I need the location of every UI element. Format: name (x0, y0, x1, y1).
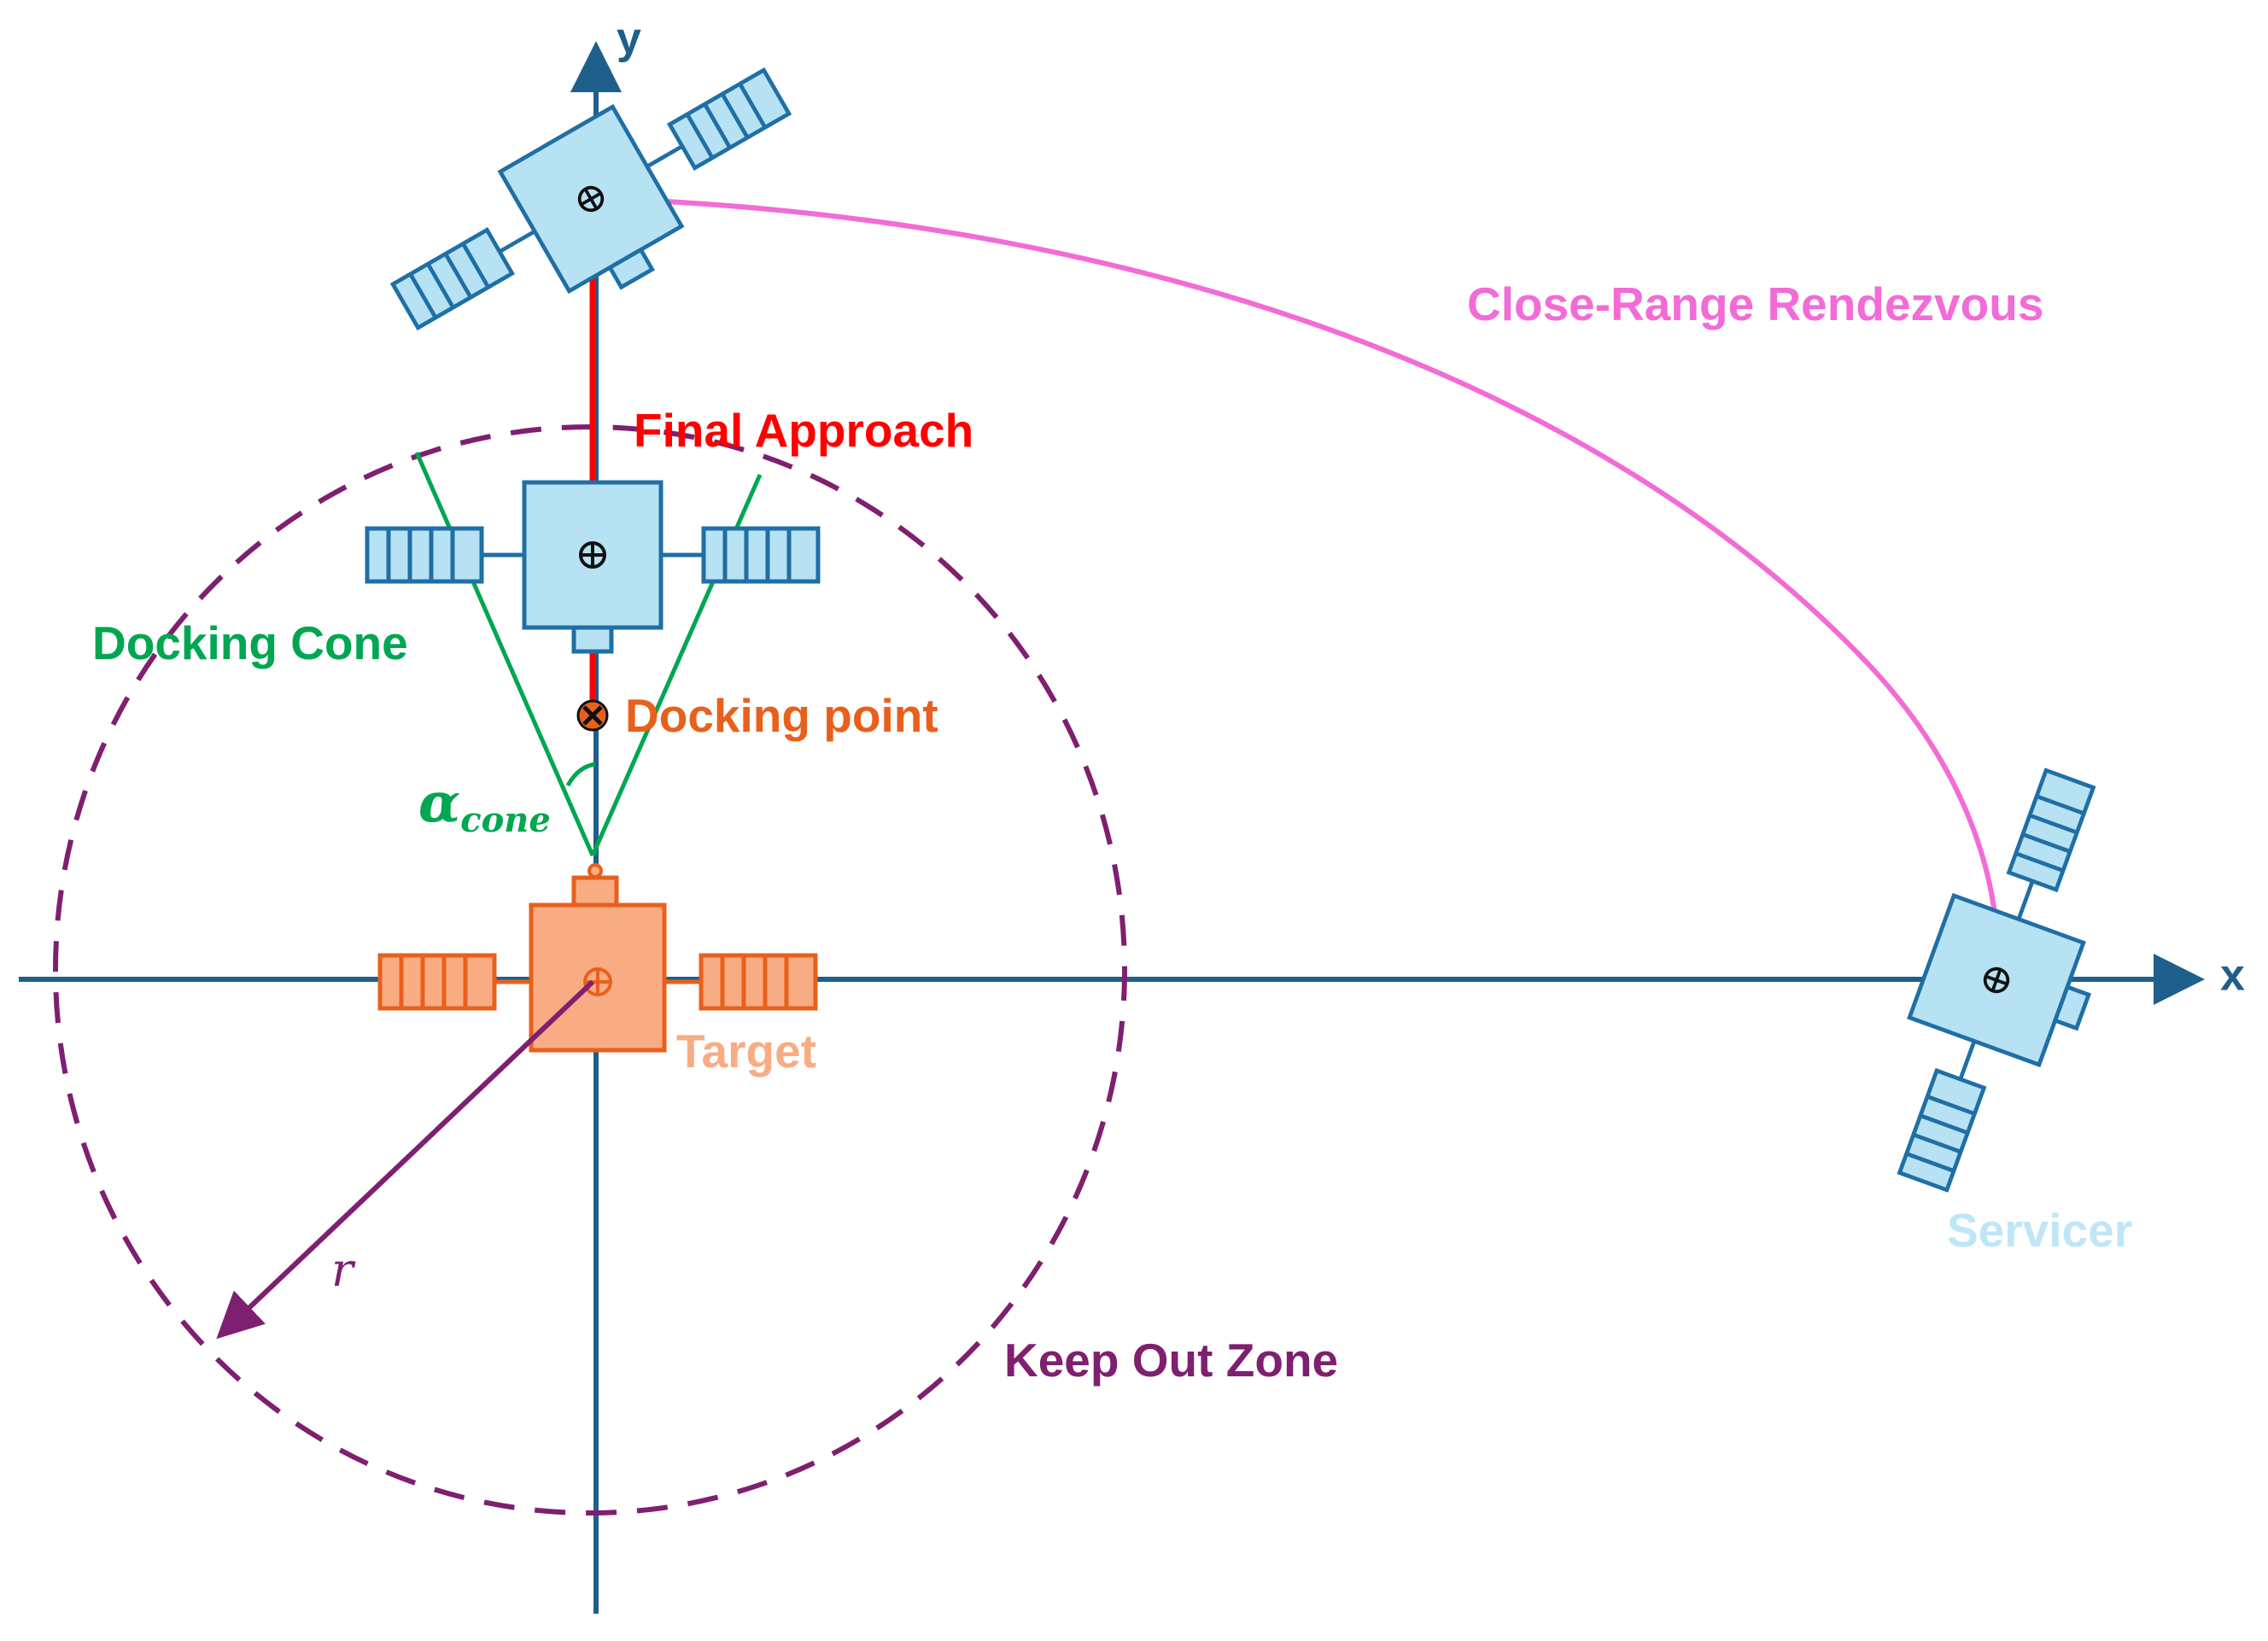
cone-angle-arc (565, 762, 596, 787)
target-spacecraft (377, 863, 818, 1053)
radius-label: r (331, 1243, 356, 1297)
keep-out-radius-arrow (216, 979, 595, 1340)
x-axis-label: x (2220, 951, 2245, 1001)
final-approach-label: Final Approach (634, 404, 973, 457)
docking-point-label: Docking point (625, 689, 938, 742)
docking-point-marker (576, 699, 609, 732)
close-range-rendezvous-label: Close-Range Rendezvous (1467, 277, 2043, 330)
servicer-label: Servicer (1947, 1204, 2132, 1257)
docking-cone-left-edge (414, 451, 595, 857)
target-label: Target (676, 1025, 816, 1077)
keep-out-zone-label: Keep Out Zone (1004, 1334, 1338, 1387)
alpha-cone-label: αcone (418, 771, 551, 840)
close-range-trajectory (588, 196, 2001, 981)
servicer-spacecraft (1858, 756, 2155, 1213)
docking-cone-label: Docking Cone (92, 616, 408, 669)
y-axis-label: y (617, 14, 641, 63)
spacecraft-approach (367, 482, 818, 651)
